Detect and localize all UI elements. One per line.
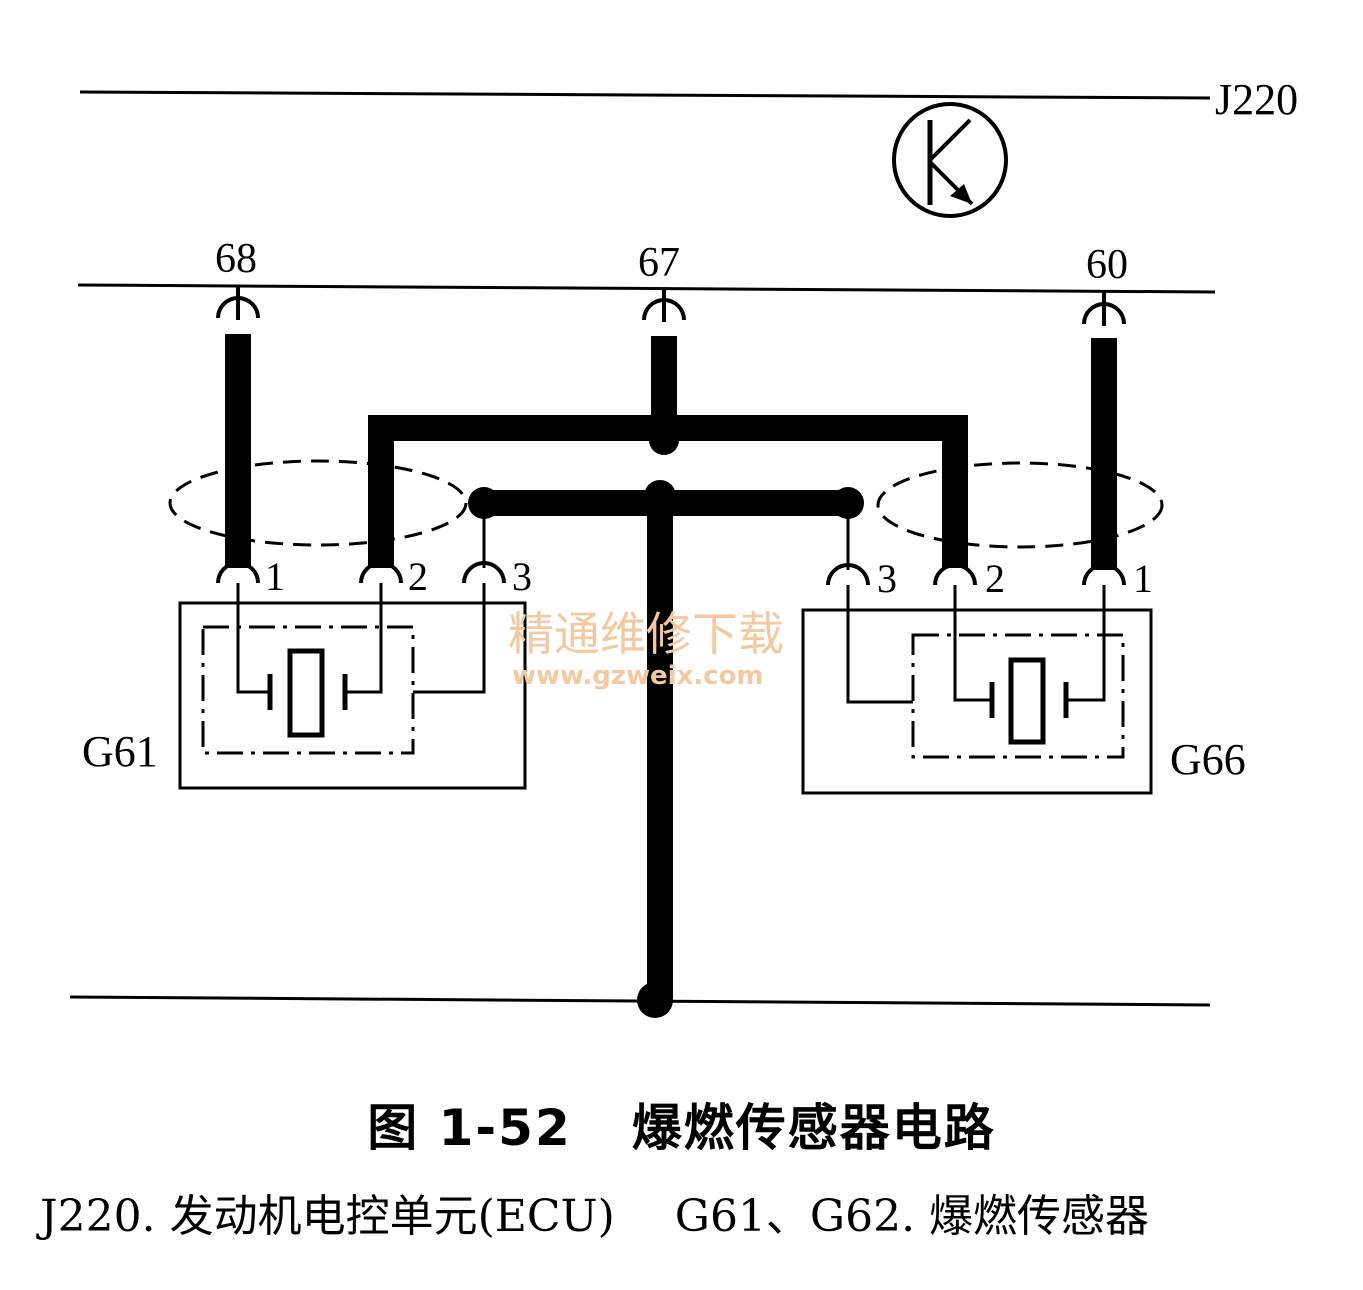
figure-number: 图 1-52 [367,1099,572,1157]
g66-terminal-1: 1 [1133,556,1153,601]
g61-terminal-3: 3 [512,554,532,599]
legend-sensor: G61、G62. 爆燃传感器 [674,1191,1150,1242]
knock-sensor-circuit-diagram: J220 68 67 60 [69,75,1298,1018]
figure-caption: 图 1-52 爆燃传感器电路 [0,1088,1363,1160]
sensor-g66: 3 2 1 G66 [801,556,1246,795]
pin-68-label: 68 [215,236,257,282]
ecu-connectors [216,286,1126,326]
transistor-symbol [892,102,1008,218]
g61-terminal-1: 1 [265,554,285,599]
left-shield [168,459,468,547]
right-shield [876,461,1164,549]
ecu-top-line [79,90,1211,100]
sensor-g61: 1 2 3 G61 [82,554,532,790]
g61-terminal-2: 2 [408,554,428,599]
legend-ecu: J220. 发动机电控单元(ECU) [40,1191,615,1242]
figure-legend: J220. 发动机电控单元(ECU) G61、G62. 爆燃传感器 [40,1180,1340,1244]
g66-terminal-2: 2 [985,556,1005,601]
watermark-line-1: 精通维修下载 [508,607,784,661]
watermark-line-2: www.gzweix.com [512,661,764,691]
ecu-label: J220 [1215,75,1298,124]
figure-title: 爆燃传感器电路 [631,1099,996,1157]
g66-label: G66 [1170,735,1246,784]
pin-60-label: 60 [1086,242,1128,288]
g61-label: G61 [82,727,158,776]
g66-terminal-3: 3 [877,556,897,601]
pin-67-label: 67 [638,240,680,286]
shield-ground-wires [482,503,850,570]
ecu-pin-line [77,283,1216,294]
